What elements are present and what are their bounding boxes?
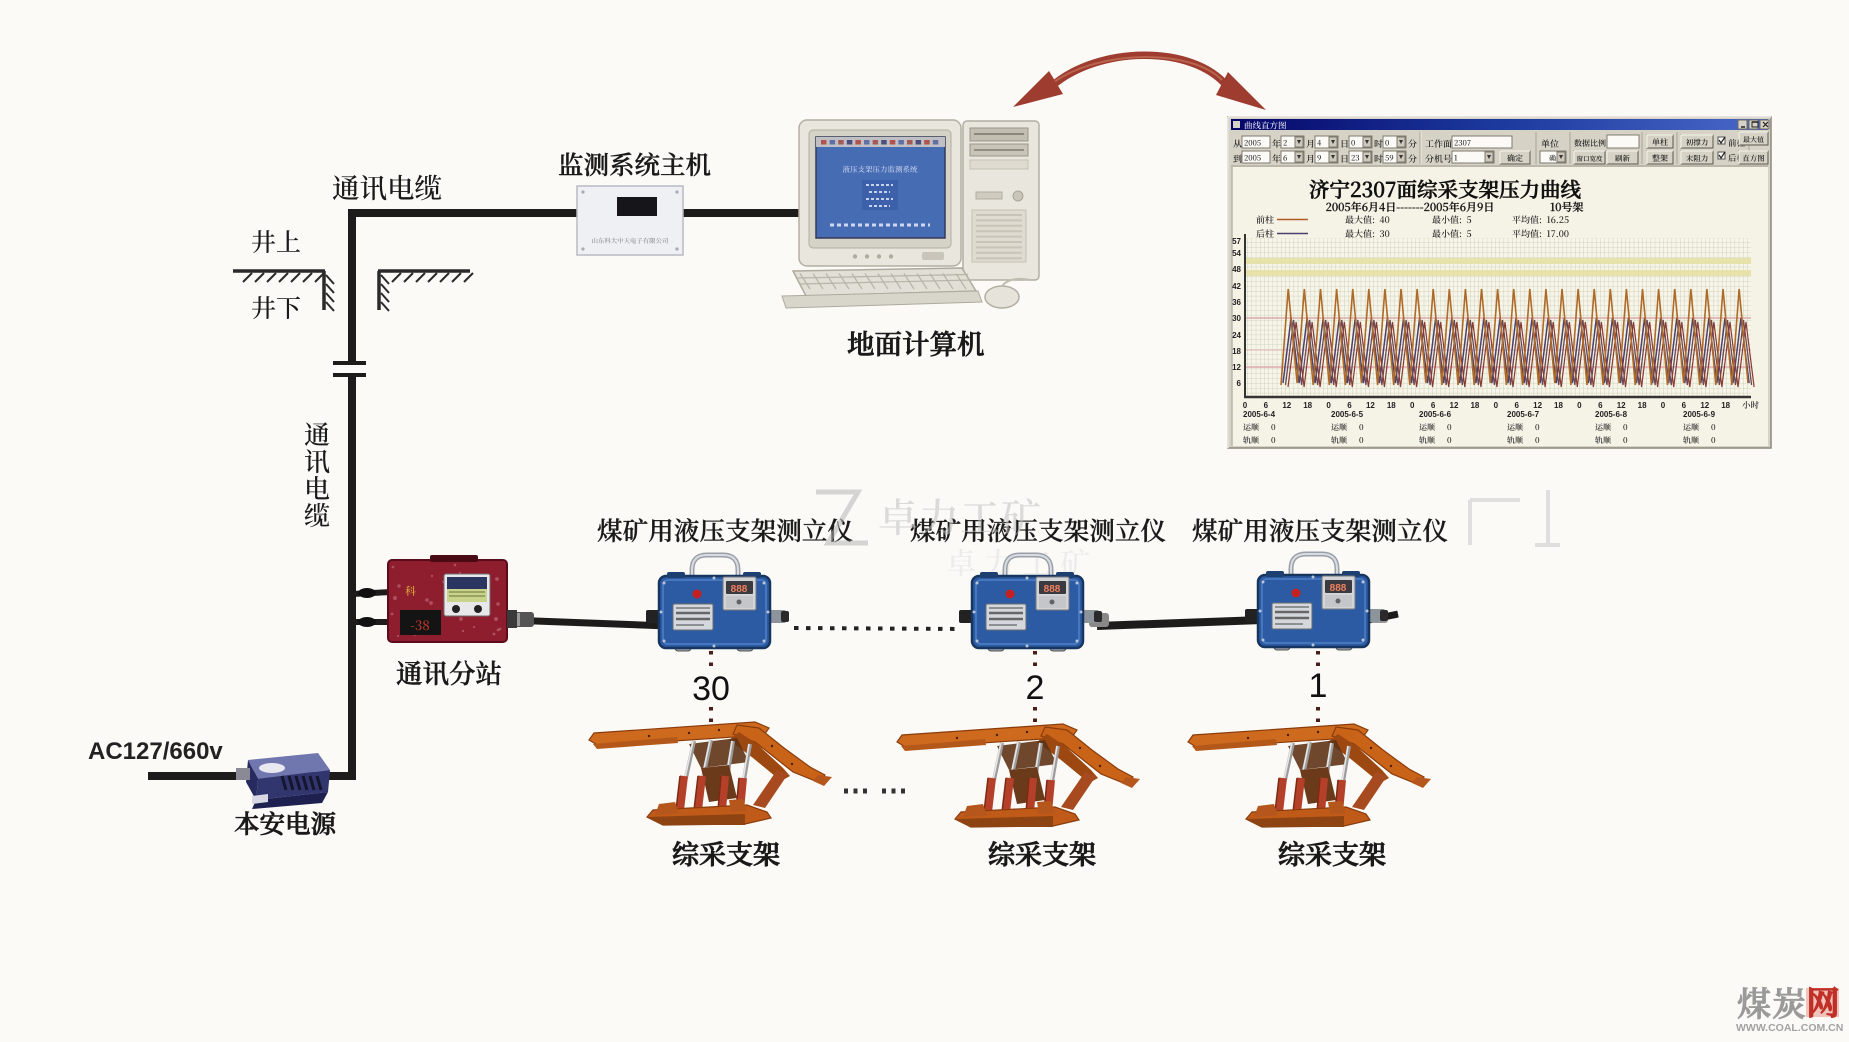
svg-text:2005-6-5: 2005-6-5 — [1331, 410, 1364, 419]
svg-text:24: 24 — [1232, 331, 1241, 340]
svg-text:2005-6-9: 2005-6-9 — [1683, 410, 1716, 419]
svg-text:12: 12 — [1700, 401, 1709, 410]
svg-text:2005-6-6: 2005-6-6 — [1419, 410, 1452, 419]
svg-text:12: 12 — [1617, 401, 1626, 410]
svg-text:18: 18 — [1638, 401, 1647, 410]
svg-text:18: 18 — [1721, 401, 1730, 410]
svg-text:18: 18 — [1554, 401, 1563, 410]
svg-text:18: 18 — [1387, 401, 1396, 410]
svg-text:0: 0 — [1410, 401, 1415, 410]
svg-text:6: 6 — [1431, 401, 1436, 410]
svg-text:48: 48 — [1232, 265, 1241, 274]
svg-text:18: 18 — [1470, 401, 1479, 410]
svg-text:30: 30 — [1232, 314, 1241, 323]
svg-text:2: 2 — [1026, 669, 1045, 707]
svg-text:12: 12 — [1450, 401, 1459, 410]
svg-text:18: 18 — [1303, 401, 1312, 410]
svg-text:12: 12 — [1366, 401, 1375, 410]
svg-text:6: 6 — [1347, 401, 1352, 410]
svg-text:2005-6-4: 2005-6-4 — [1243, 410, 1276, 419]
svg-text:42: 42 — [1232, 282, 1241, 291]
svg-text:1: 1 — [1309, 667, 1328, 705]
svg-text:57: 57 — [1232, 237, 1241, 246]
svg-text:2005-6-7: 2005-6-7 — [1507, 410, 1540, 419]
svg-text:6: 6 — [1237, 379, 1242, 388]
svg-text:0: 0 — [1243, 401, 1248, 410]
svg-text:2005-6-8: 2005-6-8 — [1595, 410, 1628, 419]
svg-text:12: 12 — [1282, 401, 1291, 410]
svg-text:AC127/660v: AC127/660v — [88, 738, 223, 765]
svg-text:0: 0 — [1661, 401, 1666, 410]
svg-text:6: 6 — [1514, 401, 1519, 410]
svg-text:36: 36 — [1232, 298, 1241, 307]
svg-text:0: 0 — [1577, 401, 1582, 410]
svg-text:12: 12 — [1232, 363, 1241, 372]
svg-text:6: 6 — [1598, 401, 1603, 410]
svg-text:6: 6 — [1682, 401, 1687, 410]
svg-text:54: 54 — [1232, 249, 1241, 258]
svg-text:WWW.COAL.COM.CN: WWW.COAL.COM.CN — [1736, 1022, 1843, 1034]
svg-text:18: 18 — [1232, 347, 1241, 356]
svg-text:6: 6 — [1264, 401, 1269, 410]
svg-text:12: 12 — [1533, 401, 1542, 410]
svg-text:0: 0 — [1494, 401, 1499, 410]
svg-text:0: 0 — [1326, 401, 1331, 410]
svg-text:30: 30 — [692, 670, 730, 708]
